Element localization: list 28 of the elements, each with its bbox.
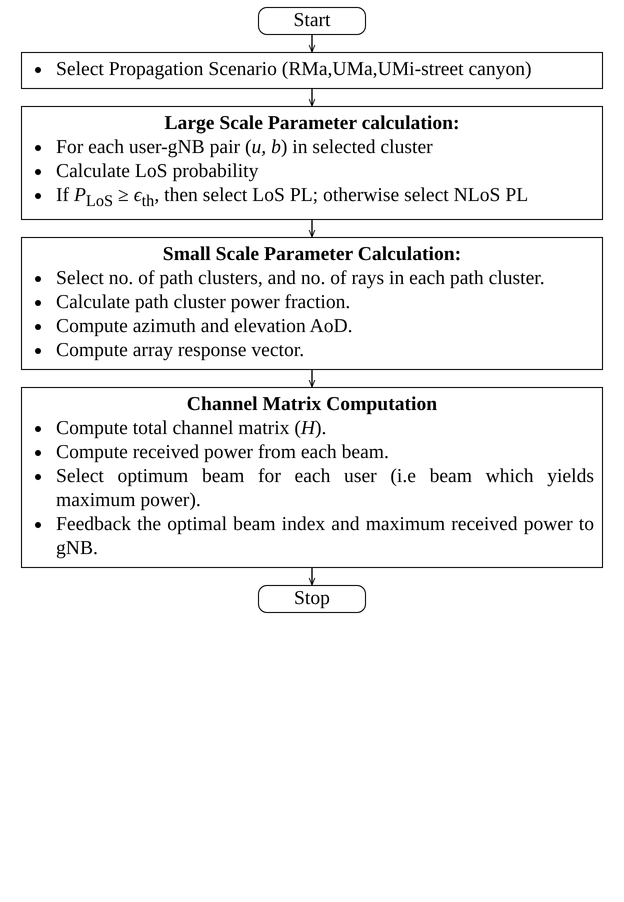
terminal-label: Start	[293, 10, 330, 31]
process-box	[21, 236, 603, 370]
bullet-text: If P$_{LoS}$ ≥ ϵ$_{th}$, then select LoS PL; otherwise select NLoS PL	[56, 185, 528, 206]
bullet-text: For each user-gNB pair (u, b) in selected cluster	[56, 137, 433, 158]
arrow	[308, 370, 316, 388]
bullet-text: Compute array response vector.	[56, 340, 304, 361]
bullet-text: Compute total channel matrix (H).	[56, 418, 326, 439]
arrow	[308, 35, 316, 52]
arrow	[308, 220, 316, 238]
bullet-text: Select no. of path clusters, and no. of rays in each path cluster.	[56, 268, 545, 289]
step-heading: Channel Matrix Computation	[186, 392, 438, 417]
bullet-text: Select optimum beam for each user (i.e beam which yields maximum power).	[56, 466, 594, 511]
bullet-text: Compute received power from each beam.	[56, 442, 389, 463]
bullet-text: Calculate LoS probability	[56, 161, 258, 182]
terminal-box	[258, 7, 366, 35]
process-box	[21, 52, 603, 89]
step-heading: Large Scale Parameter calculation:	[163, 112, 461, 136]
process-box	[21, 106, 603, 220]
arrow	[308, 568, 316, 586]
terminal-label: Stop	[294, 588, 330, 609]
bullet-text: Compute azimuth and elevation AoD.	[56, 316, 353, 337]
terminal-box	[258, 584, 366, 613]
step-heading: Small Scale Parameter Calculation:	[162, 242, 462, 267]
bullet-text: Select Propagation Scenario (RMa,UMa,UMi-street canyon)	[56, 59, 532, 80]
bullet-text: Feedback the optimal beam index and maximum received power to gNB.	[56, 514, 594, 559]
arrow	[308, 89, 316, 106]
process-box	[21, 386, 603, 568]
bullet-text: Calculate path cluster power fraction.	[56, 292, 350, 313]
